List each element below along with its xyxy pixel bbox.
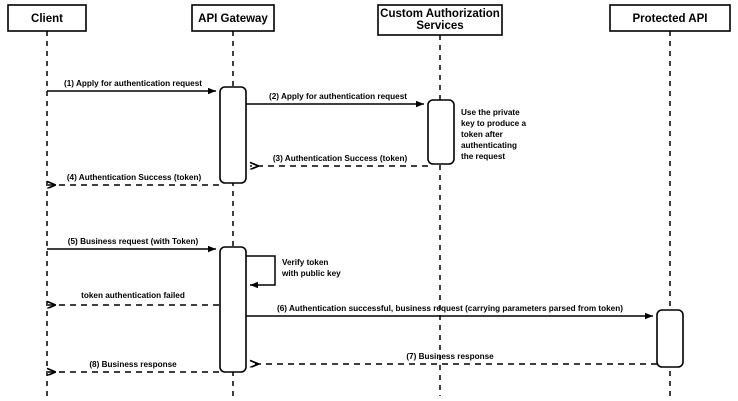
activation-custom-authorization-services[interactable] — [427, 99, 455, 165]
self-message-verify-token-label-line1: Verify token — [282, 258, 328, 267]
self-message-verify-token-label-line2: with public key — [281, 269, 341, 278]
note-private-key-line-4: authenticating — [461, 141, 517, 150]
message-4-authentication-success-token[interactable]: (4) Authentication Success (token) — [47, 173, 219, 185]
message-4-label: (4) Authentication Success (token) — [67, 173, 202, 182]
note-private-key-line-5: the request — [461, 152, 505, 161]
message-8-business-response[interactable]: (8) Business response — [47, 360, 219, 372]
note-private-key-line-2: key to produce a — [461, 119, 527, 128]
message-5-label: (5) Business request (with Token) — [68, 237, 199, 246]
lifeline-box-client[interactable] — [7, 4, 87, 32]
message-5-business-request-with-token[interactable]: (5) Business request (with Token) — [47, 237, 216, 253]
message-token-authentication-failed[interactable]: token authentication failed — [47, 291, 219, 305]
activation-api-gateway-business[interactable] — [219, 246, 247, 373]
lifeline-label-custom-authorization-services-line1: Custom Authorization — [380, 8, 500, 20]
note-private-key-line-1: Use the private — [461, 108, 520, 117]
lifeline-box-protected-api[interactable] — [609, 4, 731, 32]
message-6-authentication-successful-business-request[interactable]: (6) Authentication successful, business … — [246, 304, 653, 320]
self-message-verify-token[interactable]: Verify token with public key — [246, 255, 341, 289]
lifeline-box-custom-authorization-services[interactable] — [377, 4, 503, 36]
note-private-key-line-3: token after — [461, 130, 504, 139]
lifeline-header-custom-authorization-services[interactable]: Custom Authorization Services — [377, 4, 503, 36]
message-3-authentication-success-token[interactable]: (3) Authentication Success (token) — [250, 154, 428, 166]
message-7-label: (7) Business response — [406, 352, 494, 361]
message-3-label: (3) Authentication Success (token) — [273, 154, 408, 163]
activation-bars — [219, 86, 684, 373]
activation-api-gateway-auth[interactable] — [219, 86, 247, 184]
note-private-key: Use the private key to produce a token a… — [461, 108, 527, 161]
message-7-business-response[interactable]: (7) Business response — [250, 352, 657, 364]
message-1-label: (1) Apply for authentication request — [64, 79, 202, 88]
message-2-apply-for-authentication-request[interactable]: (2) Apply for authentication request — [246, 92, 424, 108]
lifeline-label-api-gateway: API Gateway — [198, 13, 268, 25]
message-1-apply-for-authentication-request[interactable]: (1) Apply for authentication request — [47, 79, 216, 95]
lifeline-box-api-gateway[interactable] — [191, 4, 275, 32]
message-6-label: (6) Authentication successful, business … — [277, 304, 623, 313]
lifeline-header-api-gateway[interactable]: API Gateway — [191, 4, 275, 32]
message-token-authentication-failed-label: token authentication failed — [81, 291, 185, 300]
message-8-label: (8) Business response — [89, 360, 177, 369]
self-message-verify-token-path — [246, 255, 276, 289]
lifeline-header-protected-api[interactable]: Protected API — [609, 4, 731, 32]
lifeline-label-protected-api: Protected API — [633, 13, 708, 25]
lifeline-label-client: Client — [31, 13, 63, 25]
activation-protected-api[interactable] — [656, 309, 684, 368]
message-2-label: (2) Apply for authentication request — [269, 92, 407, 101]
lifeline-label-custom-authorization-services-line2: Services — [416, 20, 463, 32]
lifeline-header-client[interactable]: Client — [7, 4, 87, 32]
